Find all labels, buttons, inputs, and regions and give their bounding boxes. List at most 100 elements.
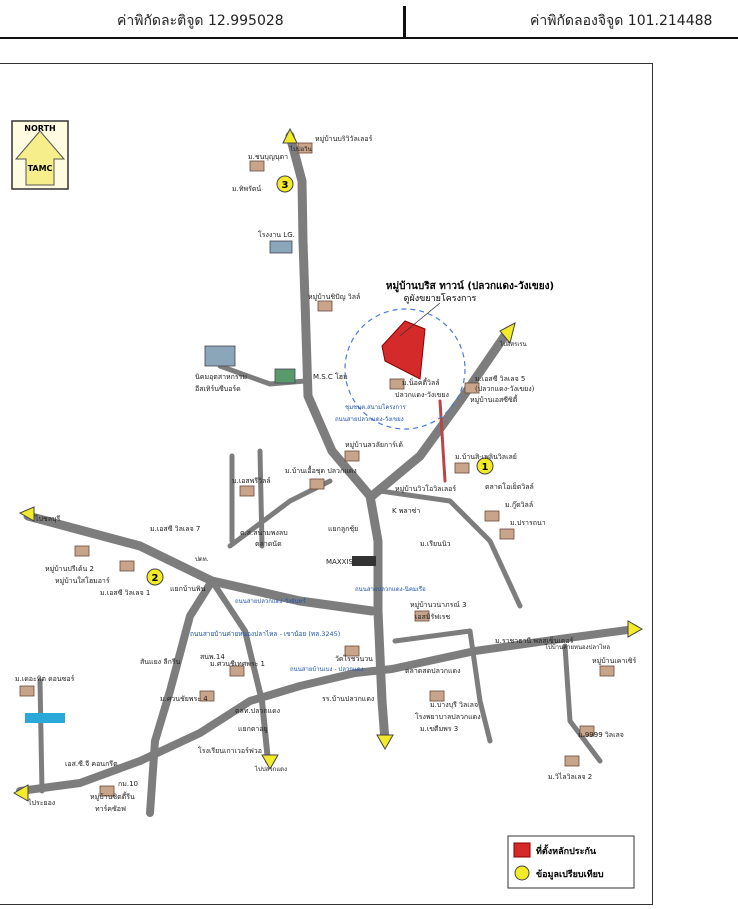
place-label: ทาร์คซัอฟ xyxy=(95,805,126,813)
place-label: ไประยอง xyxy=(27,798,55,807)
place-label: หมู่บ้านลวลัยการ์เด้ xyxy=(345,441,403,449)
comparable-marker-1[interactable] xyxy=(476,457,494,475)
place-label: ม.ราชาธานี พลสเซ็นเตอร์ xyxy=(495,636,574,645)
comparable-marker-3[interactable] xyxy=(276,175,294,193)
place-label: เอสมิรัฟเรช xyxy=(415,613,450,621)
place-label: ม.เขตีมพร 3 xyxy=(420,725,458,733)
arrow-southwest-icon xyxy=(12,784,29,802)
house-icon xyxy=(317,300,333,312)
place-label: ตลาดโอเย็ตวิลล์ xyxy=(485,482,534,491)
place-label: ม.ชนบุญนุดา xyxy=(248,153,288,161)
arrow-south-2-icon xyxy=(376,734,394,751)
road-soi-north-2 xyxy=(257,448,265,549)
place-label: แยกบ้านพิน xyxy=(170,585,206,593)
house-icon xyxy=(119,560,135,572)
factory-icon xyxy=(269,240,293,254)
house-icon xyxy=(229,665,245,677)
place-label: MAXXIS xyxy=(326,558,353,566)
place-label: ถนนสายปลวกแดง-นิคมเรือ xyxy=(355,585,426,593)
place-label: ม.บ้านเอื้อชุด ปลวกแดง xyxy=(285,464,357,475)
house-icon xyxy=(464,382,480,394)
place-label: หมู่บ้านปรีเด้น 2 xyxy=(45,565,94,573)
place-label: หมู่บ้านชิปัญ วิลล์ xyxy=(308,293,360,301)
house-icon xyxy=(579,725,595,737)
place-label: กม.10 xyxy=(118,780,138,788)
arrow-east-icon xyxy=(627,620,644,638)
road-main-north-south xyxy=(285,131,390,746)
road-minor-1 xyxy=(209,578,271,764)
house-icon xyxy=(344,450,360,462)
place-label: ตลาดนัด xyxy=(255,540,282,548)
place-label: ชุมชนต.สนามโครงการ xyxy=(345,403,406,411)
road-market xyxy=(392,628,493,744)
place-label: K พลาซ่า xyxy=(392,507,420,515)
house-icon xyxy=(414,610,430,622)
comparable-marker-2[interactable] xyxy=(146,568,164,586)
place-label: ม.เรียนนิว xyxy=(420,540,451,548)
road-east-soi xyxy=(377,488,523,609)
road-to-wangkhayeng xyxy=(367,326,513,501)
house-icon xyxy=(344,645,360,657)
place-label: หมู่บ้านเอสซีซิตี้ xyxy=(470,393,518,404)
place-label: แยกตาอยู xyxy=(238,725,268,733)
place-labels: หมู่บ้านบริวิวัลเลอร์ ม.ชนบุญนุดา ม.ทิพร… xyxy=(15,135,637,813)
place-label: ไปปลวกแดง xyxy=(254,765,287,773)
subject-leader-line xyxy=(399,302,441,337)
place-label: ไปชลบุรี xyxy=(34,514,60,523)
place-label: ม.เอสซี วิลเลจ 7 xyxy=(150,525,200,533)
house-icon xyxy=(249,160,265,172)
house-icons xyxy=(19,142,615,797)
house-icon xyxy=(199,690,215,702)
place-label: นิคมอุตสาหกรรม xyxy=(195,373,247,381)
place-label: ถนนสายปลวกแดง-วังจันทร์ xyxy=(235,597,307,605)
place-label: ม.กู๊ดวิลล์ xyxy=(505,501,533,509)
place-label: ม.เอสซี วิลเลจ 5 xyxy=(475,375,525,383)
road-end-arrows xyxy=(12,127,644,802)
header-underline xyxy=(0,37,738,39)
map-legend: ที่ตั้งหลักประกัน ข้อมูลเปรียบเทียบ xyxy=(507,835,635,889)
place-label: ปตท. xyxy=(195,556,209,563)
place-label: สันแยง ลีกรีน xyxy=(140,658,181,666)
legend-comparable-label: ข้อมูลเปรียบเทียบ xyxy=(536,869,604,880)
comparable-number-2: 2 xyxy=(152,573,159,584)
place-label: ถนนสายบ้านเบง - ปลวกแดง xyxy=(290,666,364,673)
arrow-north-icon xyxy=(282,127,298,144)
place-label: ไปบ่อวิน xyxy=(289,145,312,153)
place-label: ม.9999 วิลเลจ xyxy=(578,731,624,739)
place-label: ม.เดอะทิต ดอนซอร์ xyxy=(15,675,75,683)
house-icon xyxy=(239,485,255,497)
house-icon xyxy=(454,462,470,474)
place-label: ไปบ้านค่ายหนองปลาไหล xyxy=(544,643,610,651)
place-label: ต.ส.สนามพงลบ xyxy=(240,529,288,537)
longitude-text: ค่าพิกัดลองจิจูด 101.214488 xyxy=(530,13,713,29)
place-label: ม.บ้านสิ-เพลินวิลเลย์ xyxy=(455,453,517,461)
place-label: วัดไรชวนวน xyxy=(335,654,373,663)
house-icon xyxy=(19,685,35,697)
place-label: ม.บางบุรี วิลเลจ xyxy=(430,701,478,709)
subject-title: หมู่บ้านบริส ทาวน์ (ปลวกแดง-วังเขยง) xyxy=(386,280,554,293)
factory-icon xyxy=(204,345,236,367)
north-arrow-icon xyxy=(14,130,66,186)
place-label: (ปลวกแดง-วังเขยง) xyxy=(475,385,535,393)
arrow-northeast-icon xyxy=(499,322,516,345)
north-compass: NORTH TAMC xyxy=(11,120,69,190)
arrow-west-icon xyxy=(18,506,35,522)
place-label: หมู่บ้านวนาภรณ์ 3 xyxy=(410,601,467,609)
house-icon xyxy=(499,528,515,540)
place-label: ถนนสายปลวกแดง-วังเขยง xyxy=(335,416,404,423)
house-icon xyxy=(99,785,115,797)
road-bypass xyxy=(16,625,639,795)
legend-subject-swatch xyxy=(513,842,531,858)
house-icon xyxy=(389,378,405,390)
place-label: ม.เอสพรีวิลล์ xyxy=(232,477,271,485)
road-far-west xyxy=(37,678,45,794)
place-label: อีสเทิร์นซีบอร์ด xyxy=(195,385,241,393)
house-icon xyxy=(429,690,445,702)
road-south-west xyxy=(146,577,216,817)
place-label: ม.ทิพรัตน์ xyxy=(232,185,261,193)
place-label: หมู่บ้านบริวิวัลเลอร์ xyxy=(315,135,373,143)
legend-subject-label: ที่ตั้งหลักประกัน xyxy=(536,844,597,857)
location-map: NORTH TAMC หมู่บ้านบริส ทาวน์ (ปลวกแดง-ว… xyxy=(11,120,644,889)
place-label: ตลท.ปลวกแดง xyxy=(235,707,280,715)
place-label: หมู่บ้านซิตตี้รีน xyxy=(90,790,135,801)
